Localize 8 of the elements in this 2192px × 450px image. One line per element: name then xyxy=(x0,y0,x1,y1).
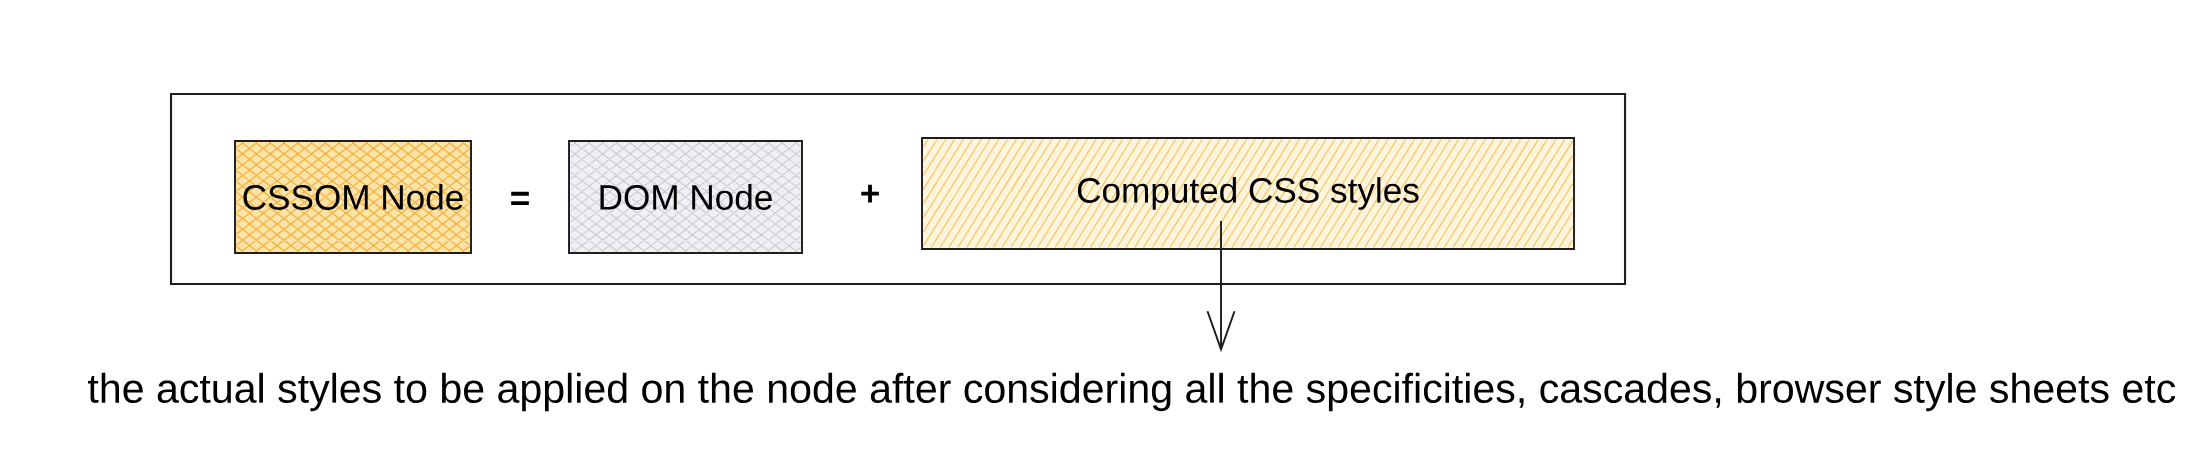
arrow xyxy=(1206,220,1236,353)
plus-sign: + xyxy=(861,184,879,203)
note-text: the actual styles to be applied on the node after considering all the specificities, cascades, browser style sheets etc xyxy=(88,372,2176,412)
hatched-box: Computed CSS styles xyxy=(921,137,1575,250)
frame-box xyxy=(169,92,1627,286)
hatched-box: CSSOM Node xyxy=(234,140,472,254)
hatched-box: DOM Node xyxy=(568,140,803,254)
equals-sign: = xyxy=(511,191,529,206)
